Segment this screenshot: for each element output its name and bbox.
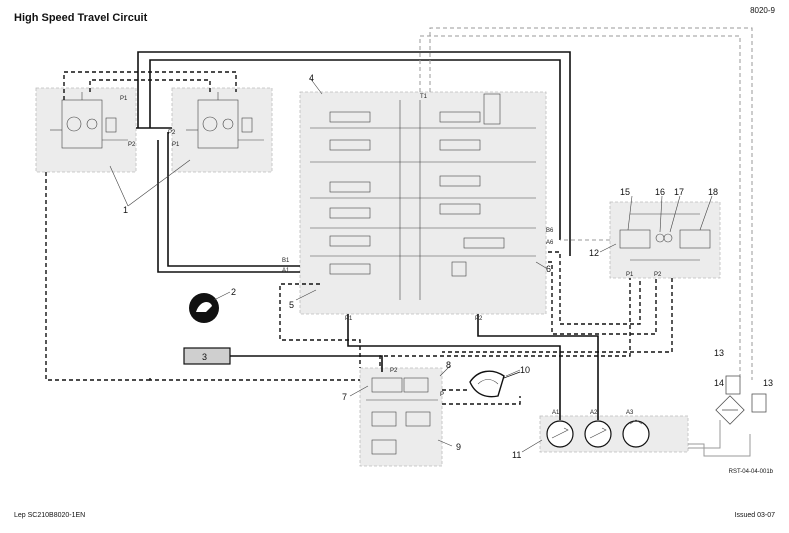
solenoid-valve-detail	[366, 377, 438, 455]
issue-date: Issued 03-07	[734, 512, 775, 519]
joystick-port-p2: P2	[654, 272, 662, 278]
solenoid-valve-block-box	[359, 367, 443, 467]
pump-port-a1: A1	[552, 410, 560, 416]
pilot-lines	[45, 71, 673, 405]
travel-pedal-symbol	[469, 370, 521, 398]
pressure-switch-symbols	[715, 375, 767, 425]
callout-14: 14	[714, 378, 724, 388]
pump-port-a3: A3	[626, 410, 634, 416]
port-t1: T1	[420, 94, 428, 100]
callout-2: 2	[231, 287, 236, 297]
callout-9: 9	[456, 442, 461, 452]
drawing-reference: RST-04-04-001b	[728, 469, 773, 475]
callout-13-a: 13	[714, 348, 724, 358]
solenoid-port-p: P	[440, 392, 444, 398]
joystick-port-p1: P1	[626, 272, 634, 278]
pump-port-a2: A2	[590, 410, 598, 416]
motor-right-port-p1: P1	[172, 142, 180, 148]
travel-motor-right-detail	[186, 92, 264, 149]
battery-box	[183, 347, 231, 365]
callout-13-b: 13	[763, 378, 773, 388]
solenoid-port-p2: P2	[390, 368, 398, 374]
control-valve-spools	[310, 93, 536, 300]
callout-leaders	[109, 77, 713, 453]
callout-10: 10	[520, 365, 530, 375]
callout-11: 11	[512, 450, 521, 460]
callout-7: 7	[342, 392, 347, 402]
joystick-pilot-detail	[619, 213, 711, 261]
port-p2: P2	[475, 316, 483, 322]
callout-16: 16	[655, 187, 665, 197]
drain-lines	[419, 27, 753, 457]
document-code: Lep SC210B8020-1EN	[14, 512, 86, 519]
joystick-pilot-box	[609, 201, 721, 279]
engine-symbol	[189, 293, 219, 323]
callout-12: 12	[589, 248, 599, 258]
port-a6: A6	[546, 240, 554, 246]
motor-left-port-p1: P1	[120, 96, 128, 102]
port-a1: A1	[282, 268, 290, 274]
motor-left-port-p2: P2	[128, 142, 136, 148]
page-title: High Speed Travel Circuit	[14, 12, 148, 24]
callout-15: 15	[620, 187, 630, 197]
port-p1: P1	[345, 316, 353, 322]
port-b1: B1	[282, 258, 290, 264]
control-valve-box	[299, 91, 547, 315]
travel-motor-left-detail	[50, 92, 128, 149]
main-pumps	[546, 419, 650, 448]
callout-5: 5	[289, 300, 294, 310]
page-number: 8020-9	[750, 6, 775, 15]
callout-17: 17	[674, 187, 684, 197]
callout-1: 1	[123, 205, 128, 215]
motor-right-port-p2: P2	[168, 130, 176, 136]
callout-4: 4	[309, 73, 314, 83]
callout-8: 8	[446, 360, 451, 370]
callout-18: 18	[708, 187, 718, 197]
callout-3: 3	[202, 352, 207, 362]
callout-6: 6	[546, 264, 551, 274]
port-b6: B6	[546, 228, 554, 234]
